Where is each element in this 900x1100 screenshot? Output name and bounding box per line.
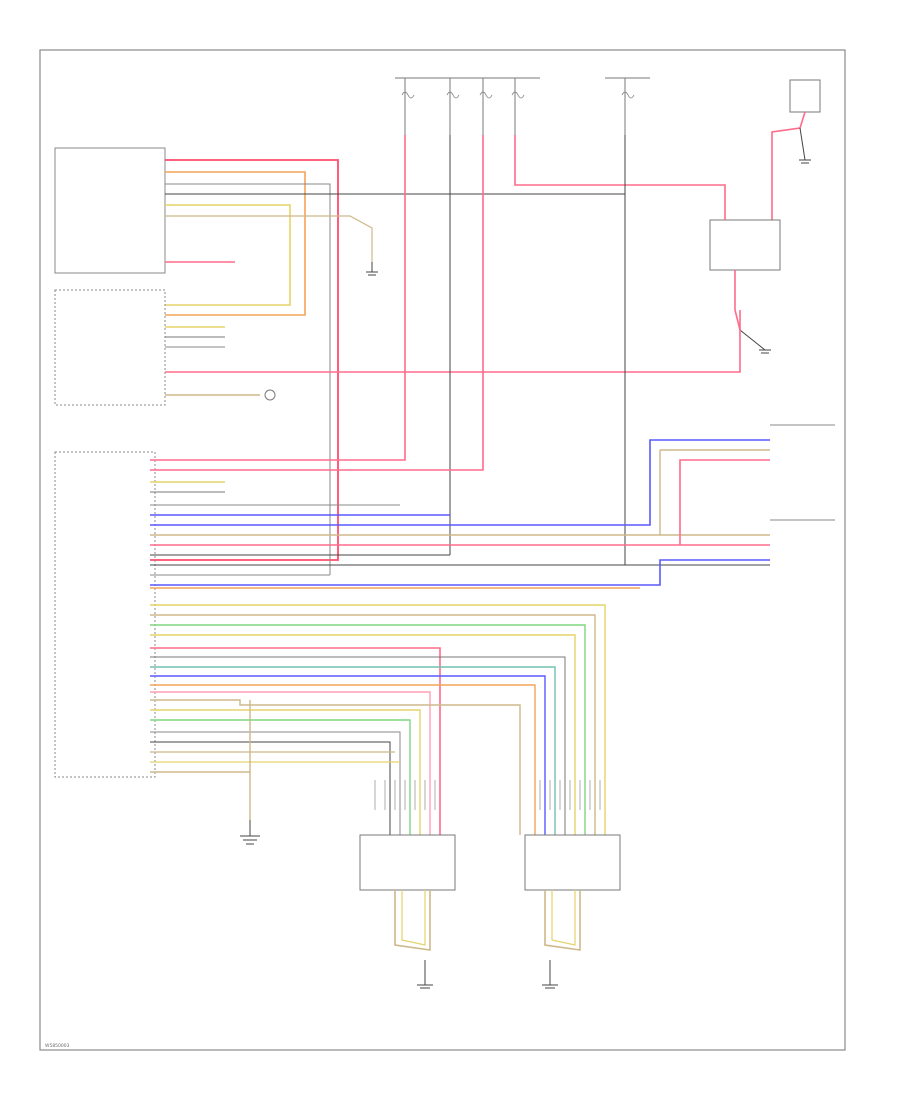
- headlight-control-module-connector: [54, 451, 156, 778]
- left-headlight-connector-pins: [374, 780, 436, 810]
- fuse-icon: [401, 78, 415, 135]
- fuse-block-hot-in-run: [605, 77, 650, 135]
- fuse-icon: [511, 78, 525, 135]
- emergency-flasher-switch: [771, 79, 821, 220]
- ground-icon: [542, 960, 558, 989]
- diagram-frame: [39, 49, 846, 1051]
- ground-icon: [366, 262, 378, 276]
- fuse-icon: [479, 78, 493, 135]
- headlight-switch-box: [54, 147, 166, 274]
- fuse-icon: [621, 78, 635, 135]
- right-headlight-connector-pins: [539, 780, 601, 810]
- ground-icon: [799, 127, 811, 164]
- lamp-icon: [264, 389, 276, 401]
- ground-icon: [240, 820, 260, 845]
- right-headlight-assembly: [524, 834, 621, 989]
- fuse-icon: [446, 78, 460, 135]
- ground-icon: [417, 960, 433, 989]
- hazard-relay-module: [709, 219, 781, 354]
- light-switch-module-box: [54, 289, 166, 406]
- left-headlight-assembly: [359, 834, 456, 989]
- fuse-block-hot-at-all-times: [395, 77, 540, 135]
- ground-icon: [739, 329, 771, 354]
- diagram-id: W5850003: [45, 1043, 70, 1049]
